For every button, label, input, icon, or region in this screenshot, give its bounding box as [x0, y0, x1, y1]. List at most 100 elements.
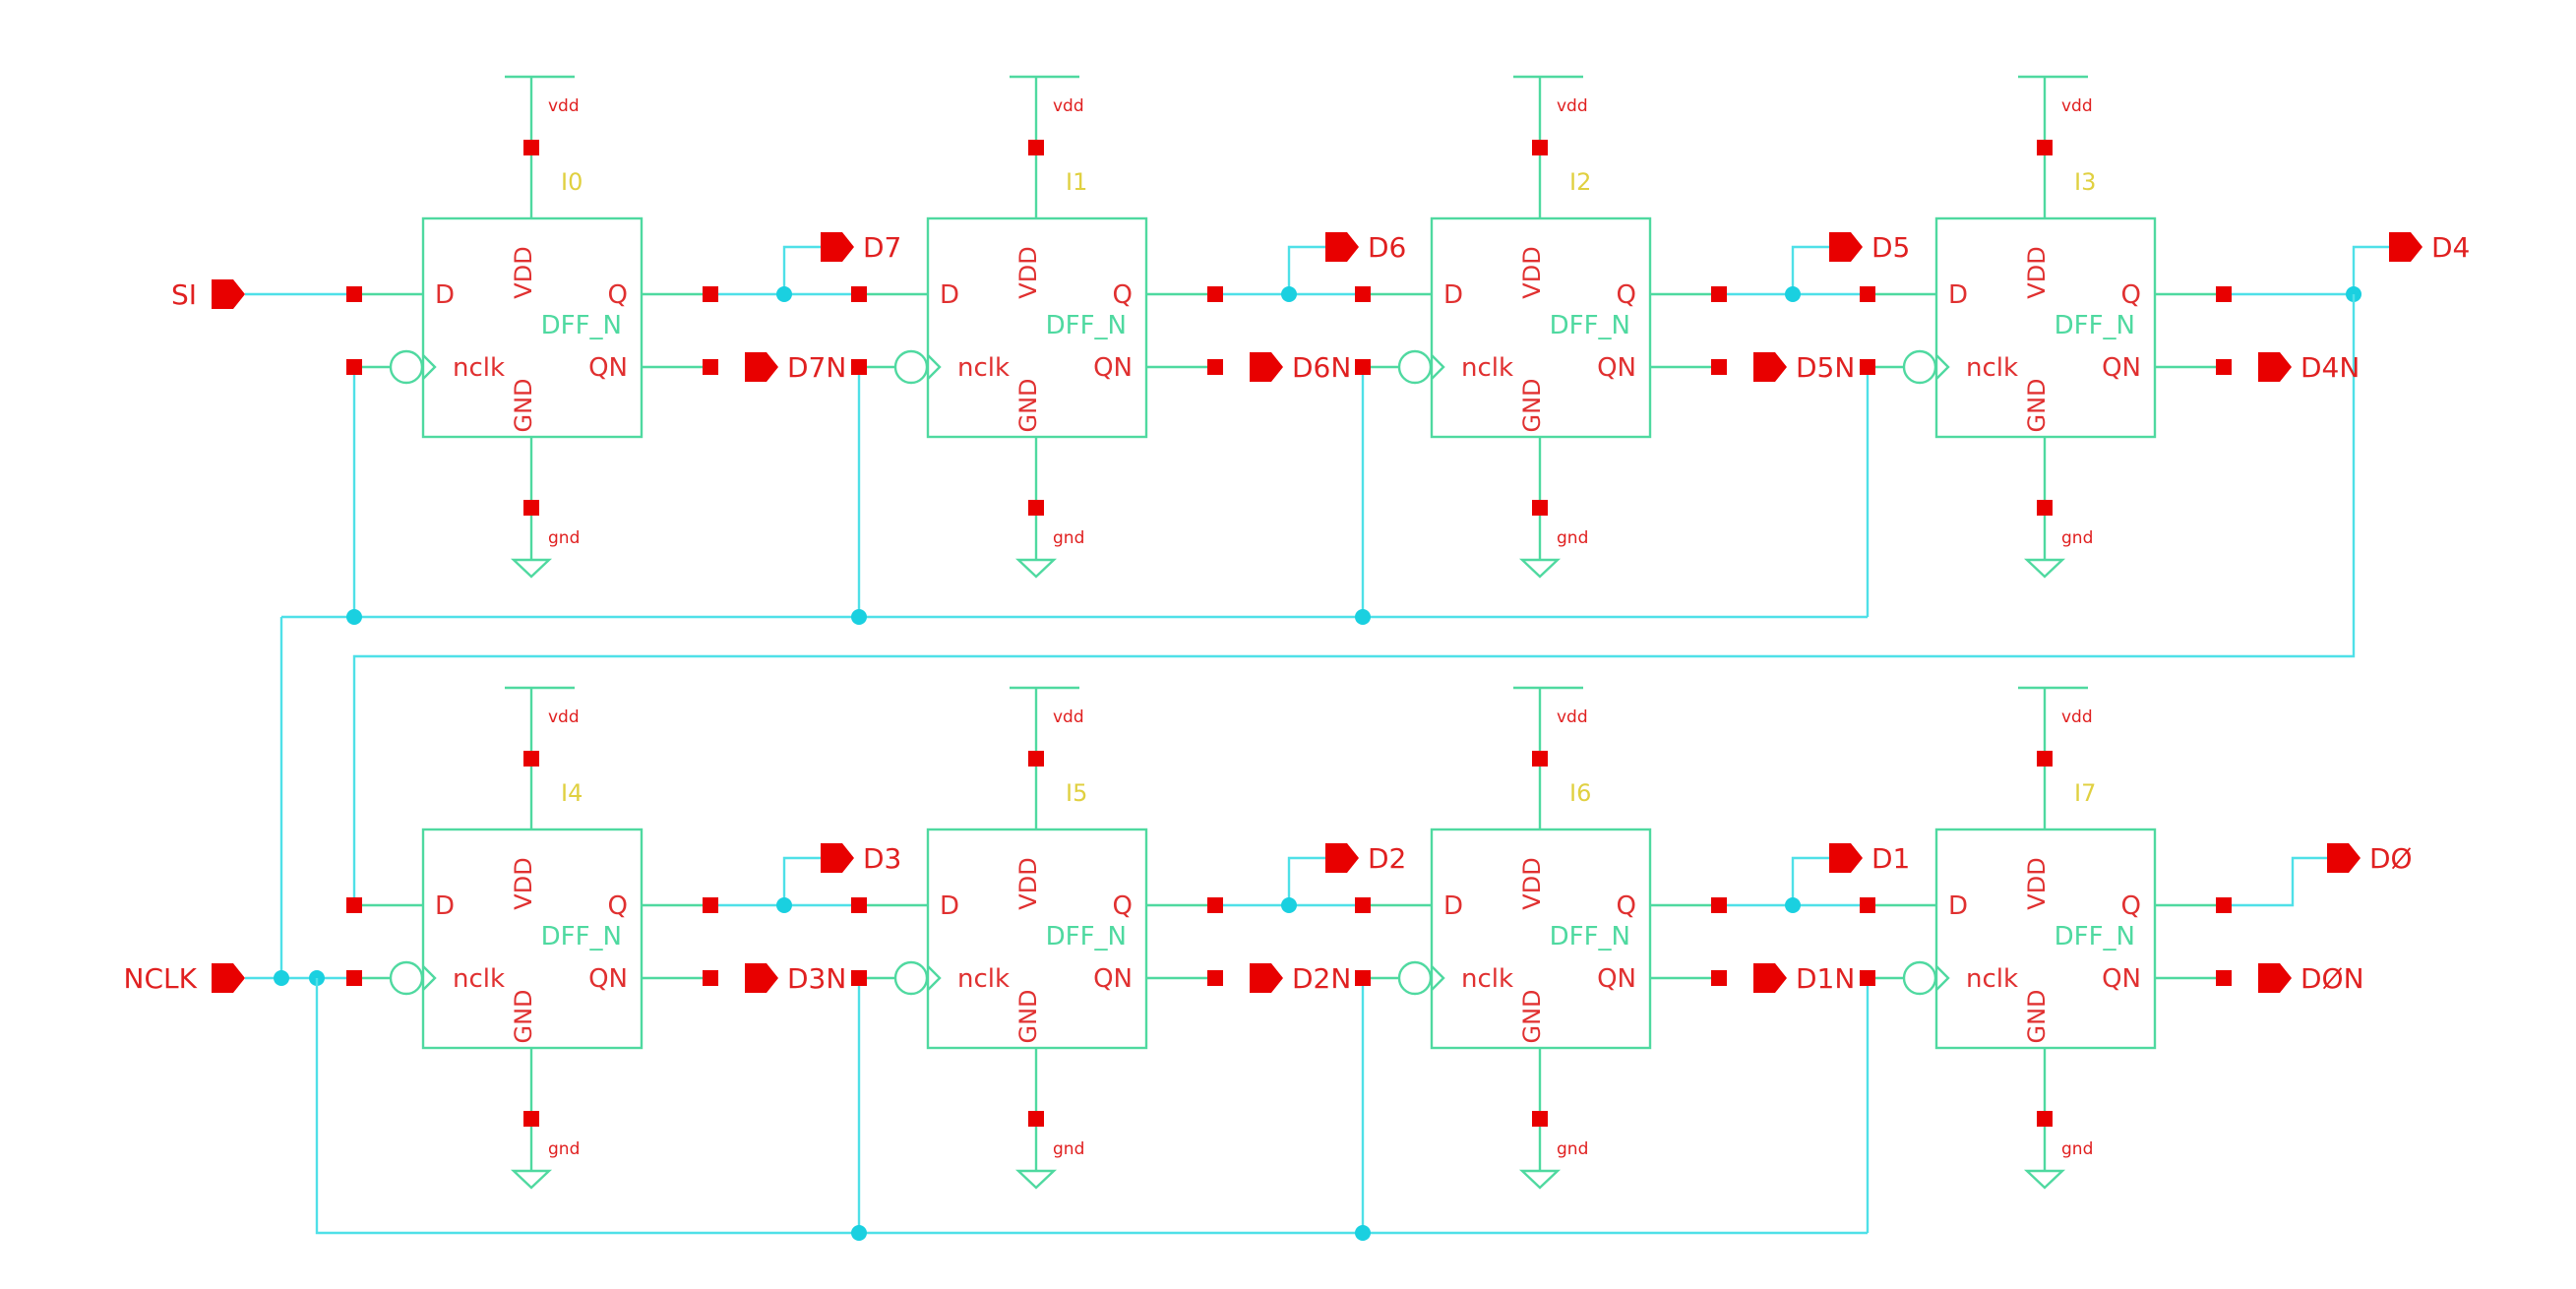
- vdd-pin-label: VDD: [1014, 246, 1042, 298]
- instance-name: I7: [2074, 779, 2096, 807]
- d-pin: [1860, 286, 1875, 302]
- output-port-d6[interactable]: D6: [1325, 231, 1406, 264]
- output-port-d7[interactable]: D7: [821, 231, 901, 264]
- gnd-label: gnd: [2061, 1139, 2093, 1159]
- clk-pin: [851, 359, 867, 375]
- gnd-pin-label: GND: [2023, 378, 2051, 432]
- output-port-d3[interactable]: D3: [821, 842, 901, 875]
- output-port-d7n[interactable]: D7N: [745, 351, 846, 384]
- input-port-nclk[interactable]: NCLK: [124, 962, 245, 995]
- port-arrow-icon: [2327, 843, 2361, 873]
- clock-triangle: [422, 965, 437, 991]
- port-arrow-icon: [1325, 232, 1359, 262]
- port-label: DØN: [2300, 962, 2364, 995]
- port-label: D1N: [1796, 962, 1855, 995]
- q-pin-label: Q: [2121, 891, 2141, 921]
- ground-symbol-icon: [2023, 558, 2066, 579]
- gnd-label: gnd: [1053, 528, 1084, 548]
- q-pin: [703, 897, 718, 913]
- port-arrow-icon: [2258, 352, 2292, 382]
- output-port-d2n[interactable]: D2N: [1250, 962, 1351, 995]
- output-port-d1[interactable]: D1: [1829, 842, 1910, 875]
- instance-name: I3: [2074, 168, 2096, 196]
- output-port-dø[interactable]: DØ: [2327, 842, 2413, 875]
- instance-name: I5: [1066, 779, 1087, 807]
- qn-pin-label: QN: [588, 353, 628, 383]
- qn-pin: [1711, 970, 1727, 986]
- junction-dot: [1281, 286, 1297, 302]
- inverting-bubble-icon: [389, 960, 424, 996]
- port-label: SI: [171, 278, 197, 311]
- output-port-d4n[interactable]: D4N: [2258, 351, 2360, 384]
- port-label: D2N: [1292, 962, 1351, 995]
- inverting-bubble-icon: [1902, 960, 1937, 996]
- clk-pin-label: nclk: [1461, 353, 1513, 383]
- port-arrow-icon: [1753, 963, 1787, 993]
- d-pin: [851, 897, 867, 913]
- port-arrow-icon: [745, 963, 778, 993]
- dff-body: [1934, 828, 2157, 1050]
- output-port-d3n[interactable]: D3N: [745, 962, 846, 995]
- output-port-d2[interactable]: D2: [1325, 842, 1406, 875]
- output-port-d6n[interactable]: D6N: [1250, 351, 1351, 384]
- output-port-d5n[interactable]: D5N: [1753, 351, 1855, 384]
- vdd-label: vdd: [548, 707, 580, 727]
- qn-pin: [1711, 359, 1727, 375]
- dff-body: [1430, 828, 1652, 1050]
- gnd-label: gnd: [1557, 528, 1588, 548]
- instance-name: I1: [1066, 168, 1087, 196]
- junction-dot: [776, 897, 792, 913]
- ground-symbol-icon: [1014, 1169, 1058, 1190]
- q-net: [2224, 856, 2330, 907]
- qn-pin: [2216, 359, 2232, 375]
- instance-name: I6: [1569, 779, 1591, 807]
- port-label: NCLK: [124, 962, 198, 995]
- vdd-pin: [523, 751, 539, 767]
- clk-pin: [346, 970, 362, 986]
- output-port-d5[interactable]: D5: [1829, 231, 1910, 264]
- output-port-d4[interactable]: D4: [2389, 231, 2470, 264]
- port-label: D5N: [1796, 351, 1855, 384]
- clk-pin: [1355, 970, 1371, 986]
- output-port-d1n[interactable]: D1N: [1753, 962, 1855, 995]
- clk-pin-label: nclk: [453, 353, 505, 383]
- port-label: D6N: [1292, 351, 1351, 384]
- gnd-pin-label: GND: [1014, 989, 1042, 1043]
- vdd-pin: [2037, 140, 2053, 155]
- d-pin: [1355, 286, 1371, 302]
- clock-triangle: [1935, 354, 1950, 380]
- output-port-døn[interactable]: DØN: [2258, 962, 2364, 995]
- q-tap-net: [2352, 245, 2393, 294]
- ground-symbol-icon: [510, 1169, 553, 1190]
- clock-triangle: [927, 354, 942, 380]
- cell-type-label: DFF_N: [2055, 922, 2135, 951]
- input-port-si[interactable]: SI: [171, 278, 245, 311]
- vdd-label: vdd: [548, 96, 580, 116]
- inverting-bubble-icon: [1397, 960, 1433, 996]
- q-tap-net: [1287, 856, 1328, 905]
- d-pin: [346, 286, 362, 302]
- gnd-pin-label: GND: [1518, 989, 1546, 1043]
- d-pin-label: D: [435, 891, 455, 921]
- vdd-pin: [1028, 140, 1044, 155]
- junction-dot: [274, 970, 289, 986]
- port-arrow-icon: [212, 963, 245, 993]
- port-arrow-icon: [745, 352, 778, 382]
- junction-dot: [851, 1225, 867, 1241]
- inverting-bubble-icon: [1902, 349, 1937, 385]
- ground-symbol-icon: [1518, 558, 1562, 579]
- q-tap-net: [1791, 856, 1832, 905]
- port-arrow-icon: [1829, 232, 1863, 262]
- vdd-pin: [1028, 751, 1044, 767]
- d-pin-label: D: [1443, 891, 1463, 921]
- port-arrow-icon: [1829, 843, 1863, 873]
- ground-symbol-icon: [1518, 1169, 1562, 1190]
